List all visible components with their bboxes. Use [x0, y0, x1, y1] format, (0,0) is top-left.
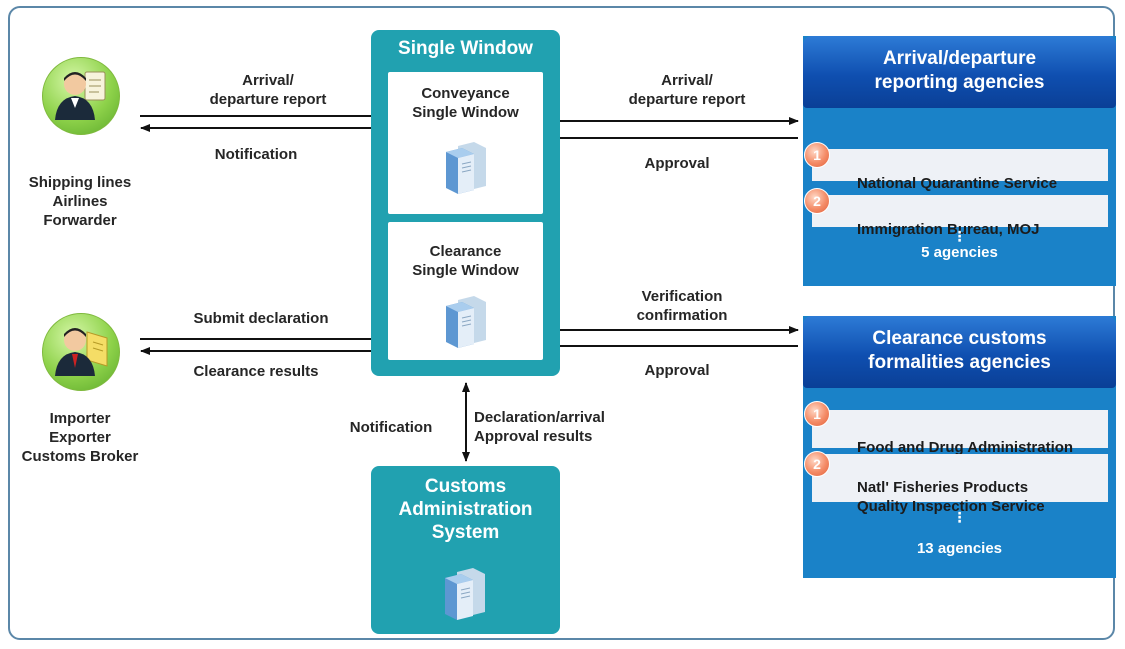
arrival-report-label-left: Arrival/ departure report: [209, 72, 327, 108]
arrival-agencies-title: Arrival/departure reporting agencies: [803, 36, 1116, 108]
shipping-actor-avatar: [42, 57, 120, 135]
verification-confirmation-label: Verification confirmation: [636, 288, 728, 324]
importer-actor-label: Importer Exporter Customs Broker: [21, 410, 139, 465]
approval-label-top: Approval: [644, 155, 710, 172]
agency-name: Natl' Fisheries Products Quality Inspect…: [857, 479, 1045, 515]
agency-row: National Quarantine Service: [812, 149, 1108, 192]
server-icon: [445, 568, 485, 620]
arrival-report-label-right: Arrival/ departure report: [628, 72, 746, 108]
arrival-agencies-count: 5 agencies: [921, 244, 998, 261]
server-icon: [446, 296, 486, 348]
conveyance-window-box: Conveyance Single Window: [388, 72, 543, 214]
agency-row: Natl' Fisheries Products Quality Inspect…: [812, 454, 1108, 515]
agency-name: Food and Drug Administration: [857, 439, 1074, 456]
agency-number-badge: 2: [804, 451, 830, 477]
agency-row: Immigration Bureau, MOJ: [812, 195, 1108, 238]
notification-label-left: Notification: [214, 146, 298, 163]
shipping-actor-label: Shipping lines Airlines Forwarder: [28, 174, 132, 229]
clearance-agencies-title: Clearance customs formalities agencies: [803, 316, 1116, 388]
single-window-panel: Single Window Conveyance Single Window C…: [371, 30, 560, 376]
person-clipboard-icon: [55, 71, 106, 120]
clearance-agencies-panel: Clearance customs formalities agencies F…: [803, 316, 1116, 578]
agency-number-badge: 1: [804, 142, 830, 168]
notification-label-center: Notification: [349, 419, 433, 436]
person-document-icon: [55, 328, 108, 376]
arrival-agencies-panel: Arrival/departure reporting agencies Nat…: [803, 36, 1116, 286]
agency-number-badge: 2: [804, 188, 830, 214]
server-icon: [446, 142, 486, 194]
more-agencies-ellipsis: ⋮: [952, 228, 967, 244]
approval-label-bottom: Approval: [644, 362, 710, 379]
customs-system-title: Customs Administration System: [398, 476, 533, 543]
agency-row: Food and Drug Administration: [812, 410, 1108, 456]
submit-declaration-label: Submit declaration: [193, 310, 329, 327]
declaration-approval-label: Declaration/arrival Approval results: [474, 409, 605, 445]
customs-system-panel: Customs Administration System: [371, 466, 560, 634]
conveyance-window-label: Conveyance Single Window: [412, 85, 519, 121]
agency-name: National Quarantine Service: [857, 175, 1058, 192]
agency-name: Immigration Bureau, MOJ: [857, 221, 1040, 238]
clearance-agencies-count: 13 agencies: [916, 540, 1003, 557]
single-window-title: Single Window: [398, 38, 533, 59]
agency-number-badge: 1: [804, 401, 830, 427]
importer-actor-avatar: [42, 313, 120, 391]
clearance-results-label: Clearance results: [193, 363, 319, 380]
clearance-window-label: Clearance Single Window: [412, 243, 519, 279]
clearance-window-box: Clearance Single Window: [388, 222, 543, 360]
more-agencies-ellipsis: ⋮: [952, 509, 967, 525]
